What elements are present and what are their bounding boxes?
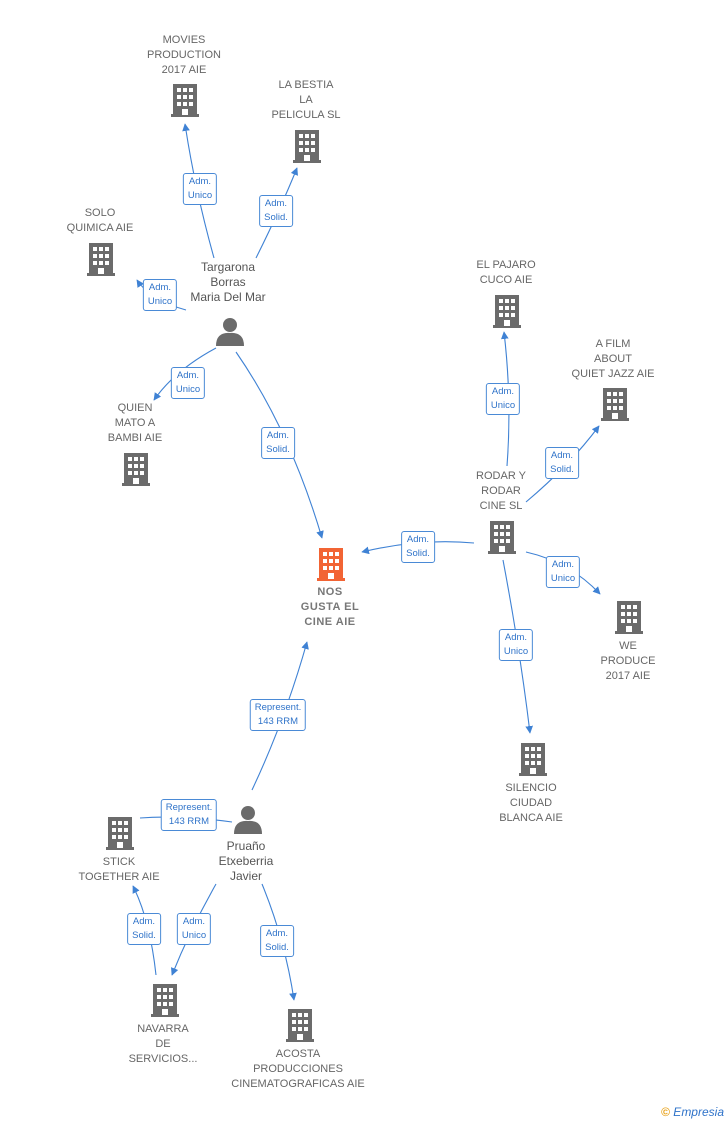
node-label-movies[interactable]: MOVIES PRODUCTION 2017 AIE	[147, 34, 221, 76]
building-icon-pajaro[interactable]	[493, 295, 521, 328]
node-label-bestia[interactable]: LA BESTIA LA PELICULA SL	[271, 79, 341, 121]
edge-label-p-center: Represent. 143 RRM	[249, 699, 307, 731]
brand-name: mpresia	[681, 1105, 724, 1119]
edge-label-p-stick: Represent. 143 RRM	[160, 799, 218, 831]
building-icon-rodar[interactable]	[488, 521, 516, 554]
node-label-stick[interactable]: STICK TOGETHER AIE	[78, 856, 160, 883]
brand-initial: E	[673, 1105, 682, 1119]
node-label-targarona[interactable]: Targarona Borras Maria Del Mar	[190, 260, 266, 304]
node-label-solo[interactable]: SOLO QUIMICA AIE	[66, 207, 134, 234]
edge-label-r-pajaro: Adm. Unico	[485, 383, 521, 415]
node-label-acosta[interactable]: ACOSTA PRODUCCIONES CINEMATOGRAFICAS AIE	[231, 1048, 365, 1090]
edge-label-p-navarra: Adm. Unico	[176, 913, 212, 945]
edge-label-n-stick: Adm. Solid.	[127, 913, 161, 945]
copyright-symbol: ©	[661, 1105, 670, 1119]
building-icon-acosta[interactable]	[286, 1009, 314, 1042]
node-label-afilm[interactable]: A FILM ABOUT QUIET JAZZ AIE	[571, 338, 655, 380]
node-label-rodar[interactable]: RODAR Y RODAR CINE SL	[476, 470, 526, 512]
person-icon-pruano[interactable]	[234, 806, 262, 834]
edge-label-t-solo: Adm. Unico	[142, 279, 178, 311]
edge-label-t-movies: Adm. Unico	[182, 173, 218, 205]
node-label-quien[interactable]: QUIEN MATO A BAMBI AIE	[107, 402, 163, 444]
edge-label-t-center: Adm. Solid.	[261, 427, 295, 459]
building-icon-we[interactable]	[615, 601, 643, 634]
node-label-navarra[interactable]: NAVARRA DE SERVICIOS...	[128, 1023, 198, 1065]
node-label-we[interactable]: WE PRODUCE 2017 AIE	[600, 640, 656, 682]
edge-label-r-silencio: Adm. Unico	[498, 629, 534, 661]
edge-label-t-bestia: Adm. Solid.	[259, 195, 293, 227]
edge-label-r-afilm: Adm. Solid.	[545, 447, 579, 479]
node-label-center[interactable]: NOS GUSTA EL CINE AIE	[300, 586, 360, 628]
building-icon-center[interactable]	[317, 548, 345, 581]
node-label-pajaro[interactable]: EL PAJARO CUCO AIE	[476, 259, 536, 286]
node-label-silencio[interactable]: SILENCIO CIUDAD BLANCA AIE	[499, 782, 563, 824]
edge-label-p-acosta: Adm. Solid.	[260, 925, 294, 957]
building-icon-silencio[interactable]	[519, 743, 547, 776]
building-icon-quien[interactable]	[122, 453, 150, 486]
node-label-pruano[interactable]: Pruaño Etxeberria Javier	[218, 839, 274, 883]
empresia-logo[interactable]: © Empresia	[661, 1105, 724, 1119]
building-icon-afilm[interactable]	[601, 388, 629, 421]
building-icon-stick[interactable]	[106, 817, 134, 850]
building-icon-solo[interactable]	[87, 243, 115, 276]
edge-label-r-center: Adm. Solid.	[401, 531, 435, 563]
edge-label-t-quien: Adm. Unico	[170, 367, 206, 399]
person-icon-targarona[interactable]	[216, 318, 244, 346]
building-icon-bestia[interactable]	[293, 130, 321, 163]
building-icon-movies[interactable]	[171, 84, 199, 117]
edge-label-r-we: Adm. Unico	[545, 556, 581, 588]
building-icon-navarra[interactable]	[151, 984, 179, 1017]
